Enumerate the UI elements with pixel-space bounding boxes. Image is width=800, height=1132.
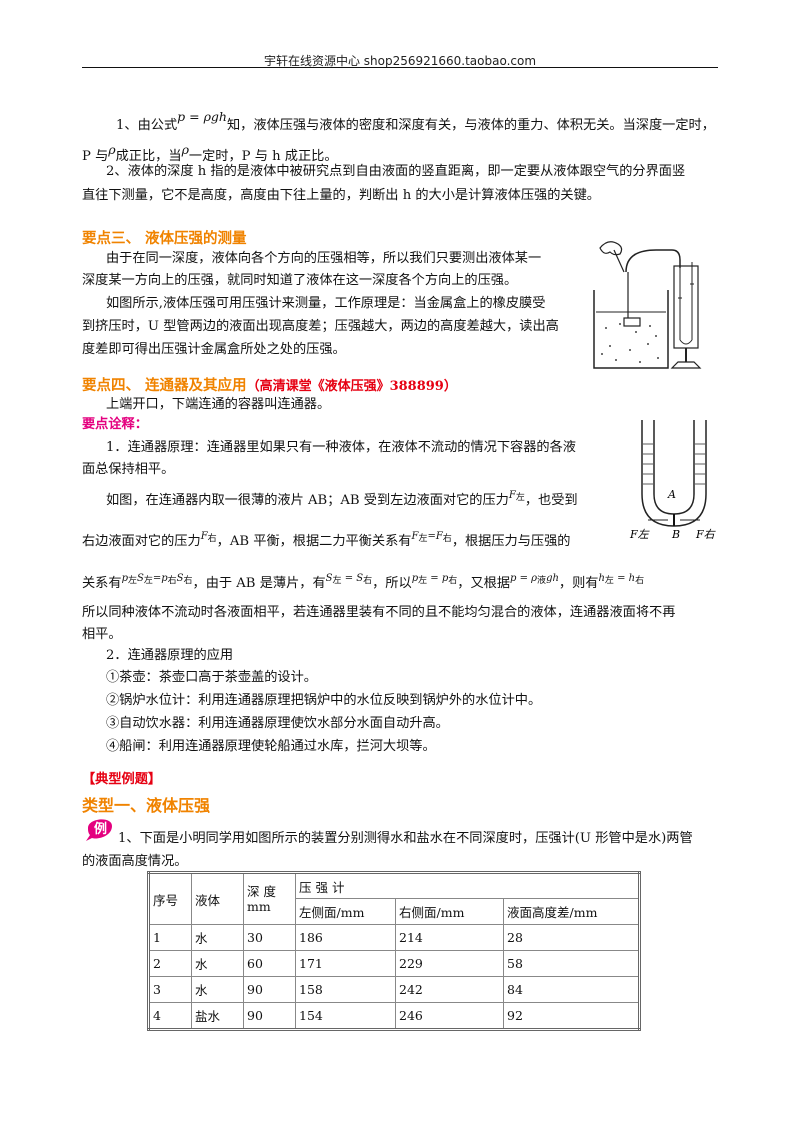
note-1-line-2: P 与ρ成正比，当ρ一定时，P 与 h 成正比。 — [82, 142, 338, 164]
examples-heading: 【典型例题】 — [82, 772, 162, 787]
svg-text:例: 例 — [94, 821, 107, 837]
header-diff: 液面高度差/mm — [503, 898, 640, 925]
connected-vessel-figure: A B F左 F右 — [629, 420, 717, 540]
note-1-line-1: 1、由公式p = ρgh知，液体压强与液体的密度和深度有关，与液体的重力、体积无… — [116, 109, 715, 133]
header-left: 左侧面/mm — [295, 898, 396, 925]
section-3-line-4: 到挤压时，U 型管两边的液面出现高度差；压强越大，两边的高度差越大，读出高 — [82, 319, 559, 334]
label-B: B — [671, 528, 680, 540]
principle-line-3: 如图，在连通器内取一很薄的液片 AB；AB 受到左边液面对它的压力F左，也受到 — [106, 490, 578, 508]
app-item-3: ③自动饮水器：利用连通器原理使饮水部分水面自动升高。 — [106, 716, 449, 731]
header-gauge: 压 强 计 — [295, 872, 640, 899]
question-1-line-1: 1、下面是小明同学用如图所示的装置分别测得水和盐水在不同深度时，压强计(U 形管… — [118, 831, 693, 846]
section-4-line-1: 上端开口，下端连通的容器叫连通器。 — [106, 397, 331, 412]
principle-line-7: 相平。 — [82, 627, 122, 642]
label-A: A — [667, 488, 676, 501]
header-liquid: 液体 — [191, 872, 244, 925]
app-item-4: ④船闸：利用连通器原理使轮船通过水库，拦河大坝等。 — [106, 739, 436, 754]
pressure-gauge-figure — [593, 241, 702, 369]
example-badge-icon: 例 — [86, 819, 112, 841]
note-2-line-1: 2、液体的深度 h 指的是液体中被研究点到自由液面的竖直距离，即一定要从液体跟空… — [106, 164, 686, 179]
app-item-1: ①茶壶：茶壶口高于茶壶盖的设计。 — [106, 670, 317, 685]
section-4-explain-label: 要点诠释： — [82, 417, 148, 432]
note-2-line-2: 直往下测量，它不是高度，高度由下往上量的，判断出 h 的大小是计算液体压强的关键… — [82, 188, 600, 203]
section-3-line-3: 如图所示,液体压强可用压强计来测量，工作原理是：当金属盒上的橡皮膜受 — [106, 296, 546, 311]
principle-line-6: 所以同种液体不流动时各液面相平，若连通器里装有不同的且不能均匀混合的液体，连通器… — [82, 605, 676, 620]
header-divider — [82, 67, 718, 68]
table-subheader-row: 左侧面/mm 右侧面/mm 液面高度差/mm — [149, 898, 640, 925]
section-3-line-2: 深度某一方向上的压强，就同时知道了液体在这一深度各个方向上的压强。 — [82, 273, 518, 288]
app-item-2: ②锅炉水位计：利用连通器原理把锅炉中的水位反映到锅炉外的水位计中。 — [106, 693, 542, 708]
formula-p-rho-g-h: p = ρgh — [177, 109, 227, 124]
label-f-right: F右 — [695, 528, 717, 540]
principle-line-1: 1．连通器原理：连通器里如果只有一种液体，在液体不流动的情况下容器的各液 — [106, 440, 576, 455]
section-4-title: 要点四、 连通器及其应用（高清课堂《液体压强》388899） — [82, 377, 457, 394]
label-f-left: F左 — [629, 528, 651, 540]
header-no: 序号 — [148, 872, 192, 925]
principle-line-4: 右边液面对它的压力F右，AB 平衡，根据二力平衡关系有F左=F右，根据压力与压强… — [82, 531, 571, 549]
principle-line-5: 关系有p左S左=p右S右，由于 AB 是薄片，有S左 = S右，所以p左 = p… — [82, 573, 645, 591]
question-1-line-2: 的液面高度情况。 — [82, 854, 188, 869]
header-right: 右侧面/mm — [395, 898, 504, 925]
section-3-line-5: 度差即可得出压强计金属盒所处之处的压强。 — [82, 342, 346, 357]
principle-line-2: 面总保持相平。 — [82, 462, 175, 477]
type-1-title: 类型一、液体压强 — [82, 796, 211, 815]
section-3-line-1: 由于在同一深度，液体向各个方向的压强相等，所以我们只要测出液体某一 — [106, 251, 542, 266]
page-header: 宇轩在线资源中心 shop256921660.taobao.com — [263, 54, 537, 68]
section-3-title: 要点三、 液体压强的测量 — [82, 230, 247, 247]
apps-title: 2．连通器原理的应用 — [106, 648, 234, 663]
